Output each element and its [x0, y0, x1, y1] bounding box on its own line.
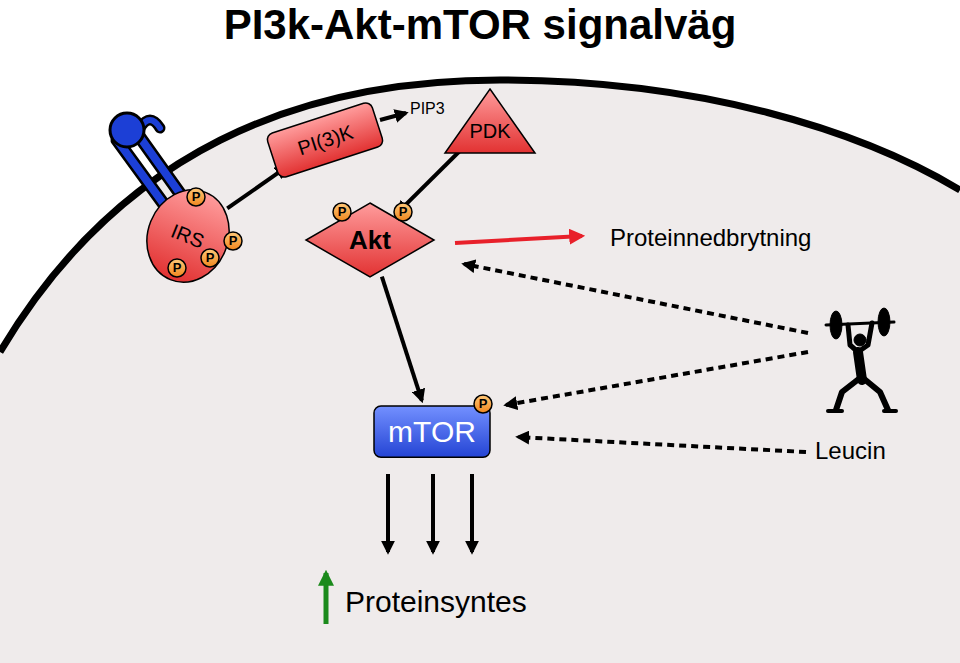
exercise-mtor-arrow [506, 352, 808, 405]
node-text: P [206, 251, 215, 265]
cell-membrane [0, 80, 960, 352]
phosphate-circle: P [473, 394, 493, 414]
metabolite-label: PIP3 [410, 100, 445, 118]
node-text: Akt [349, 226, 391, 255]
node-text: P [192, 190, 201, 204]
signal-arrow [398, 147, 464, 212]
node-text: P [338, 205, 347, 219]
outcome-label: Proteinsyntes [345, 585, 527, 619]
kinase-triangle: PDK [444, 88, 536, 154]
phosphate-circle: P [167, 258, 187, 278]
node-text: PDK [469, 120, 510, 142]
pip3-arrow [380, 113, 406, 120]
phosphate-circle: P [393, 202, 413, 222]
leucine-mtor-arrow [518, 437, 806, 452]
phosphate-circle: P [332, 202, 352, 222]
phosphate-circle: P [223, 231, 243, 251]
phosphate-circle: P [186, 187, 206, 207]
mtor-box: mTORP [373, 405, 491, 458]
node-text: P [399, 205, 408, 219]
node-text: P [229, 234, 238, 248]
node-text: P [479, 397, 488, 411]
kinase-box: PI(3)K [269, 116, 381, 164]
node-text: mTOR [388, 415, 476, 448]
nutrient-label: Leucin [815, 437, 886, 465]
exercise-akt-arrow [464, 264, 808, 333]
cell-interior [0, 80, 960, 663]
diagram-title: PI3k-Akt-mTOR signalväg [0, 2, 960, 48]
kinase-diamond: AktPP [305, 202, 435, 278]
signal-arrow [382, 277, 422, 401]
outcome-label: Proteinnedbrytning [610, 224, 811, 252]
increase-arrow [324, 573, 329, 624]
synthesis-arrows [388, 474, 472, 552]
weightlifter-icon [826, 308, 896, 411]
node-text: P [173, 261, 182, 275]
degradation-arrow [455, 236, 582, 243]
phosphate-circle: P [200, 248, 220, 268]
protein-ellipse: IRSPPPP [147, 188, 229, 284]
